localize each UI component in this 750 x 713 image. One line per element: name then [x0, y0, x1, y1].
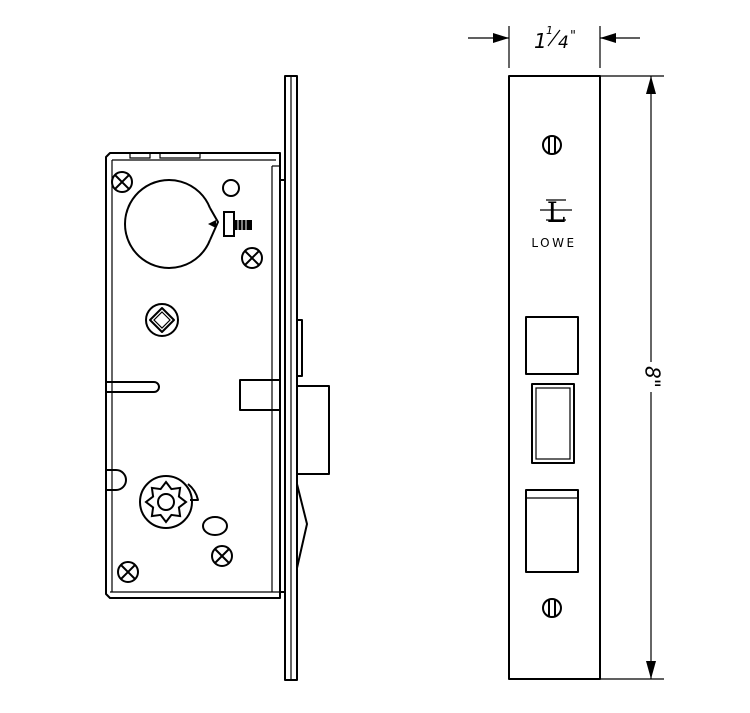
pin-hole: [222, 179, 240, 197]
width-unit: ": [570, 29, 576, 44]
middle-opening: [531, 383, 575, 464]
width-denominator: 4: [558, 33, 569, 53]
latch-bolt: [296, 483, 308, 569]
deadbolt-housing: [239, 379, 281, 411]
upper-opening: [525, 316, 579, 375]
slotted-screw-icon: [542, 598, 562, 618]
lower-opening: [525, 489, 579, 573]
brand-name: LOWE: [531, 236, 576, 250]
width-dimension: 1 1 4 ": [468, 24, 640, 68]
cam-slot: [202, 516, 228, 536]
case-slot: [106, 381, 160, 393]
faceplate: [508, 75, 601, 680]
lock-body-side-view: [105, 75, 330, 681]
height-dimension: 8": [600, 75, 665, 680]
slotted-screw-icon: [542, 135, 562, 155]
screw-icon: [241, 247, 263, 269]
screw-icon: [111, 171, 133, 193]
lowe-monogram-logo: L: [540, 196, 572, 229]
width-whole: 1: [534, 29, 547, 53]
svg-text:L: L: [547, 196, 566, 229]
deadbolt: [296, 385, 330, 475]
width-numerator: 1: [546, 24, 553, 37]
lock-case: [105, 152, 281, 599]
spindle-hub: [145, 303, 179, 337]
cylinder-hole: [124, 179, 211, 269]
set-screw: [223, 211, 235, 237]
screw-icon: [211, 545, 233, 567]
cam-hub: [139, 475, 199, 529]
screw-icon: [117, 561, 139, 583]
faceplate-front-view: L LOWE: [508, 75, 601, 680]
height-label: 8": [641, 366, 665, 388]
edge-notch: [106, 469, 127, 491]
